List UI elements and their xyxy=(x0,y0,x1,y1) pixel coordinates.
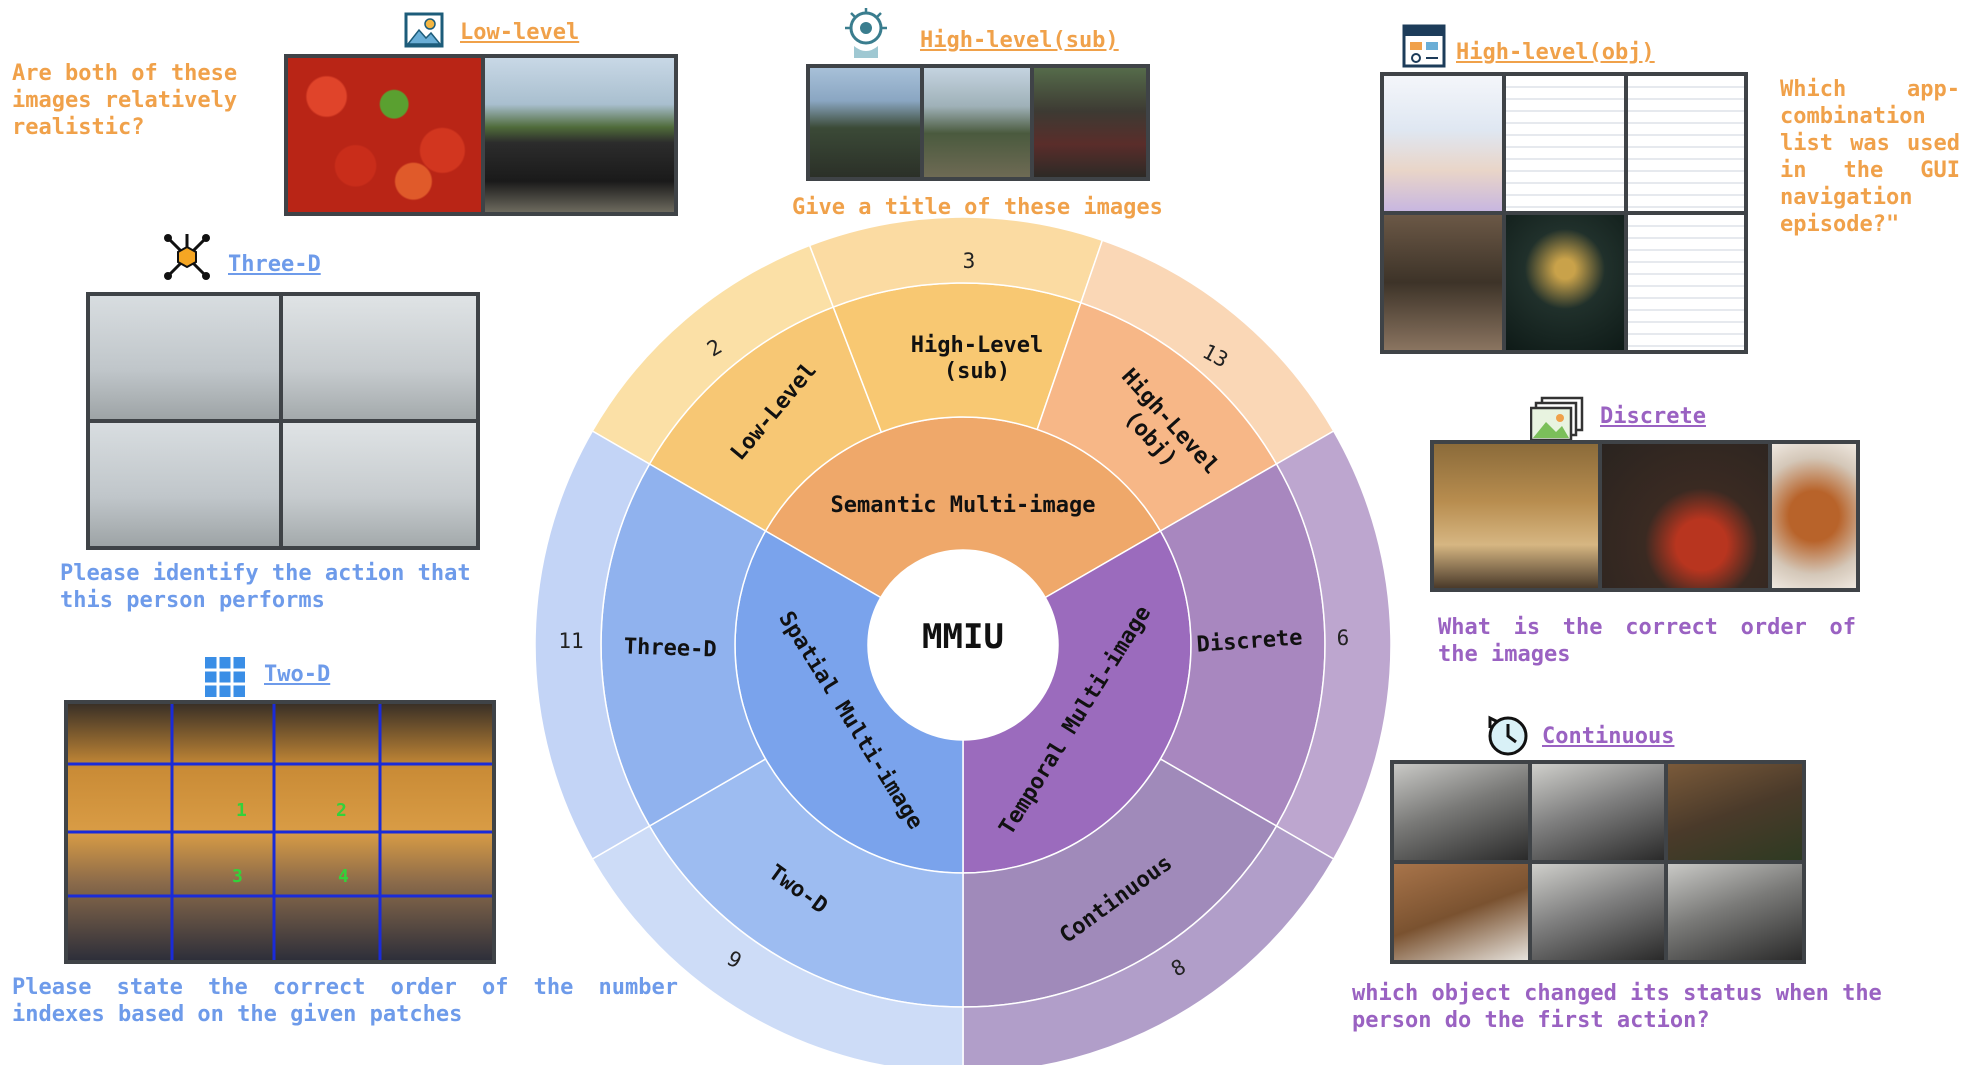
kitchen-frame-1 xyxy=(1394,764,1528,860)
person-action-image-4 xyxy=(283,423,476,546)
cooking-step-image-3 xyxy=(1772,444,1856,588)
image-icon xyxy=(404,12,444,48)
high-level-sub-question: Give a title of these images xyxy=(792,195,1163,220)
patch-grid-overlay: 1 2 3 4 xyxy=(68,704,492,960)
patch-label-2: 2 xyxy=(336,800,347,821)
discrete-title: Discrete xyxy=(1600,404,1706,429)
patch-label-1: 1 xyxy=(236,800,247,821)
tomatoes-image xyxy=(288,58,481,212)
person-action-image-2 xyxy=(283,296,476,419)
kitchen-frame-5 xyxy=(1532,864,1664,960)
three-d-image-grid xyxy=(86,292,480,550)
discrete-question: What is the correct order of the images xyxy=(1438,615,1856,667)
three-d-title: Three-D xyxy=(228,252,321,277)
discrete-image-strip xyxy=(1430,440,1860,592)
crowd-image-3 xyxy=(1034,68,1146,177)
gui-screenshot-4 xyxy=(1384,215,1502,350)
count-high-level-sub: 3 xyxy=(963,249,976,273)
low-level-title: Low-level xyxy=(460,20,580,45)
low-level-question: Are both of these images relatively real… xyxy=(12,61,238,140)
semantic-multi-image-label: Semantic Multi-image xyxy=(831,493,1096,518)
3d-cube-network-icon xyxy=(164,234,210,280)
high-level-sub-image-strip xyxy=(806,64,1150,181)
patch-label-4: 4 xyxy=(338,866,349,887)
high-level-obj-question: Which app-combination list was used in t… xyxy=(1780,77,1960,237)
cooking-step-image-2 xyxy=(1602,444,1768,588)
three-d-label: Three-D xyxy=(623,634,717,662)
two-d-question: Please state the correct order of the nu… xyxy=(12,975,678,1027)
count-discrete: 6 xyxy=(1337,626,1350,650)
continuous-title: Continuous xyxy=(1542,724,1675,749)
continuous-outer-segment xyxy=(962,824,1335,1065)
patch-label-3: 3 xyxy=(232,866,243,887)
high-level-sub-title: High-level(sub) xyxy=(920,28,1119,53)
steam-train-image xyxy=(485,58,674,212)
grid-icon xyxy=(205,657,245,697)
center-label: MMIU xyxy=(922,617,1004,657)
gui-screenshot-5 xyxy=(1506,215,1624,350)
gui-screenshot-3 xyxy=(1628,76,1744,211)
kitchen-frame-2 xyxy=(1532,764,1664,860)
two-d-patch-image: 1 2 3 4 xyxy=(64,700,496,964)
high-level-obj-screenshot-grid xyxy=(1380,72,1748,354)
three-d-question: Please identify the action that this per… xyxy=(60,561,471,613)
kitchen-frame-4 xyxy=(1394,864,1528,960)
center-hole xyxy=(868,550,1058,740)
kitchen-frame-6 xyxy=(1668,864,1802,960)
cooking-step-image-1 xyxy=(1434,444,1598,588)
person-action-image-3 xyxy=(90,423,279,546)
gui-screenshot-6 xyxy=(1628,215,1744,350)
two-d-title: Two-D xyxy=(264,662,331,687)
gui-screenshot-1 xyxy=(1384,76,1502,211)
three-d-outer-segment xyxy=(534,429,651,861)
continuous-question: which object changed its status when the… xyxy=(1352,981,1882,1033)
crowd-image-1 xyxy=(810,68,920,177)
person-action-image-1 xyxy=(90,296,279,419)
kitchen-frame-3 xyxy=(1668,764,1802,860)
high-level-sub-label-line1: High-Level xyxy=(911,333,1043,358)
low-level-image-pair xyxy=(284,54,678,216)
clock-icon xyxy=(1488,715,1528,756)
count-three-d: 11 xyxy=(558,629,583,653)
high-level-obj-title: High-level(obj) xyxy=(1456,40,1655,65)
gui-screen-icon xyxy=(1402,24,1446,68)
gui-screenshot-2 xyxy=(1506,76,1624,211)
crowd-image-2 xyxy=(924,68,1030,177)
brain-circuit-icon xyxy=(845,8,887,58)
high-level-sub-label-line2: (sub) xyxy=(944,359,1010,384)
image-stack-icon xyxy=(1530,396,1584,442)
continuous-image-grid xyxy=(1390,760,1806,964)
